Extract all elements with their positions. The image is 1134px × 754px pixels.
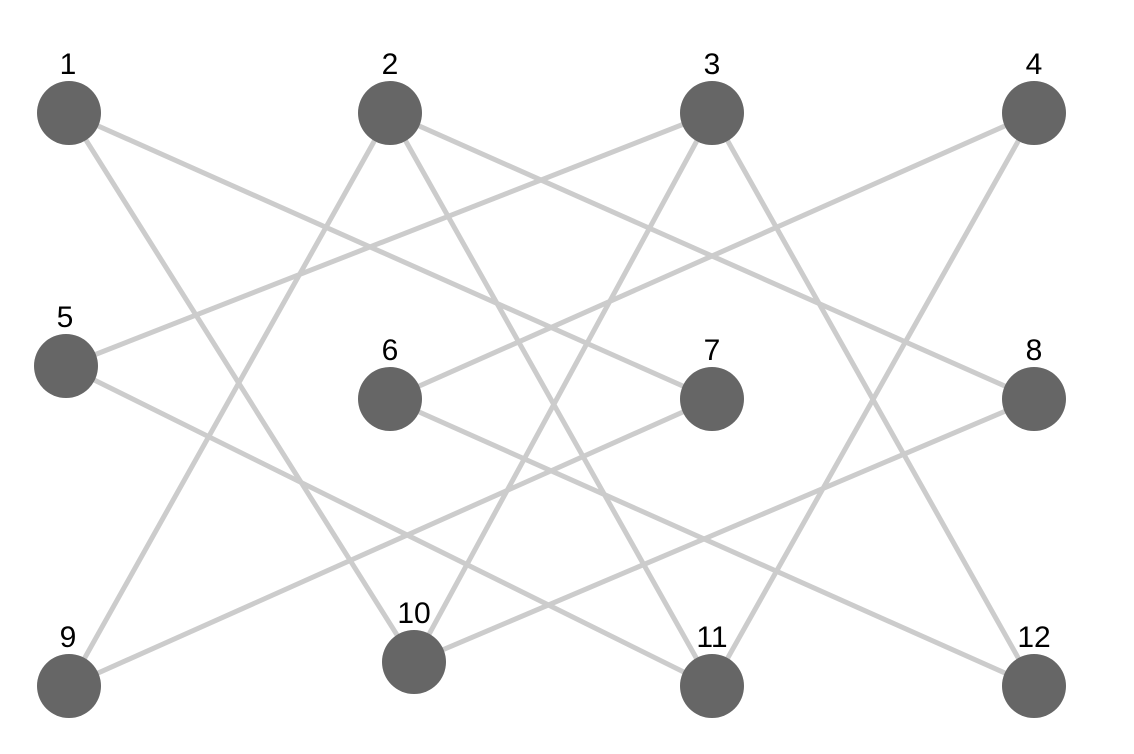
node-circle-10	[382, 630, 446, 694]
node-9: 9	[37, 621, 101, 718]
edge-5-11	[63, 363, 715, 689]
edge-3-10	[411, 110, 715, 665]
node-7: 7	[680, 334, 744, 431]
node-label-9: 9	[60, 621, 77, 654]
node-circle-11	[680, 654, 744, 718]
node-circle-12	[1002, 654, 1066, 718]
edge-4-11	[709, 110, 1037, 689]
node-circle-8	[1002, 367, 1066, 431]
node-label-7: 7	[704, 334, 721, 367]
node-circle-7	[680, 367, 744, 431]
node-label-1: 1	[60, 48, 77, 81]
node-label-10: 10	[397, 597, 430, 630]
edge-2-11	[387, 110, 715, 689]
node-circle-3	[680, 81, 744, 145]
node-circle-6	[358, 367, 422, 431]
edge-6-12	[387, 396, 1037, 689]
node-circle-4	[1002, 81, 1066, 145]
edge-7-9	[66, 396, 715, 689]
node-label-2: 2	[382, 48, 399, 81]
node-4: 4	[1002, 48, 1066, 145]
edge-3-5	[63, 110, 715, 369]
node-label-3: 3	[704, 48, 721, 81]
node-label-6: 6	[382, 334, 399, 367]
edge-2-9	[66, 110, 393, 689]
node-10: 10	[382, 597, 446, 694]
node-11: 11	[680, 621, 744, 718]
node-label-8: 8	[1026, 334, 1043, 367]
node-12: 12	[1002, 621, 1066, 718]
edges-layer	[63, 110, 1037, 689]
node-3: 3	[680, 48, 744, 145]
node-8: 8	[1002, 334, 1066, 431]
node-2: 2	[358, 48, 422, 145]
node-6: 6	[358, 334, 422, 431]
node-circle-2	[358, 81, 422, 145]
edge-4-6	[387, 110, 1037, 402]
edge-1-7	[66, 110, 715, 402]
node-label-11: 11	[696, 621, 727, 654]
node-1: 1	[37, 48, 101, 145]
node-circle-9	[37, 654, 101, 718]
edge-1-10	[66, 110, 417, 665]
node-label-12: 12	[1017, 621, 1050, 654]
edge-8-10	[411, 396, 1037, 665]
node-label-4: 4	[1026, 48, 1043, 81]
node-circle-1	[37, 81, 101, 145]
node-label-5: 5	[57, 301, 74, 334]
node-5: 5	[34, 301, 98, 398]
node-circle-5	[34, 334, 98, 398]
